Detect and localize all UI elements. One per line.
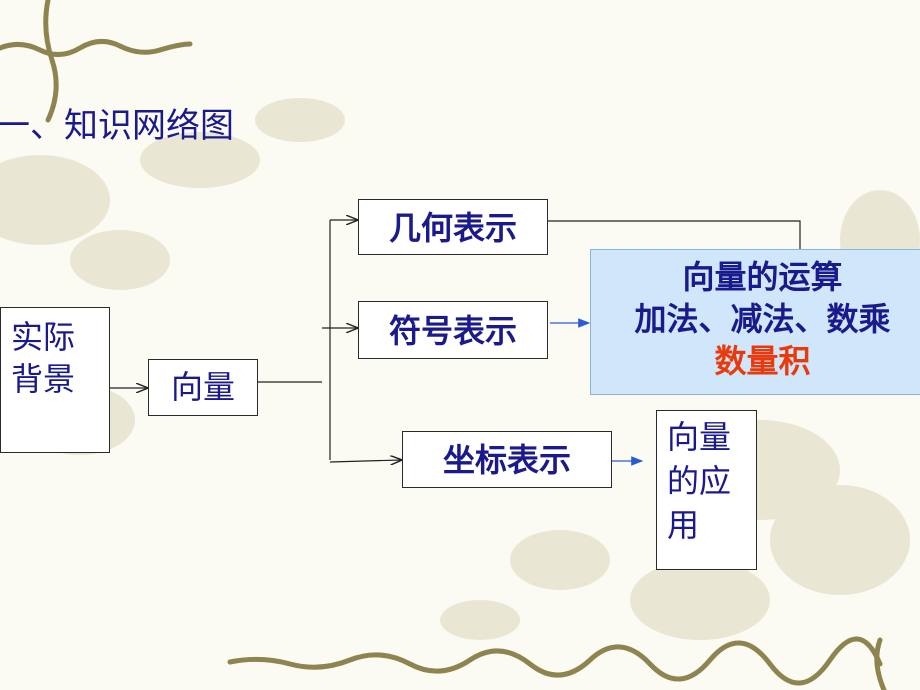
coordinate-label: 坐标表示	[442, 441, 571, 479]
operations-dot-product: 数量积	[714, 342, 811, 380]
coordinate-representation-node: 坐标表示	[402, 431, 612, 488]
arrow-to-coordinate	[329, 460, 401, 462]
application-label-line1: 向量	[667, 418, 732, 456]
page-title: 一、知识网络图	[0, 106, 234, 146]
operations-list: 加法、减法、数乘	[634, 300, 891, 338]
vector-application-node: 向量 的应 用	[656, 410, 757, 570]
vector-label: 向量	[170, 368, 235, 406]
symbolic-representation-node: 符号表示	[358, 301, 548, 359]
background-node: 实际 背景	[0, 307, 110, 453]
geometric-representation-node: 几何表示	[358, 199, 548, 255]
application-label-line2: 的应	[667, 462, 732, 500]
application-label-line3: 用	[667, 506, 700, 544]
symbolic-label: 符号表示	[388, 312, 517, 350]
vector-node: 向量	[148, 359, 258, 416]
background-label-line2: 背景	[11, 360, 76, 398]
operations-title: 向量的运算	[682, 258, 843, 296]
background-label-line1: 实际	[11, 318, 76, 356]
geometric-label: 几何表示	[388, 209, 517, 247]
vector-operations-node: 向量的运算 加法、减法、数乘 数量积	[590, 249, 920, 395]
line-geometric-to-operations	[548, 220, 801, 249]
